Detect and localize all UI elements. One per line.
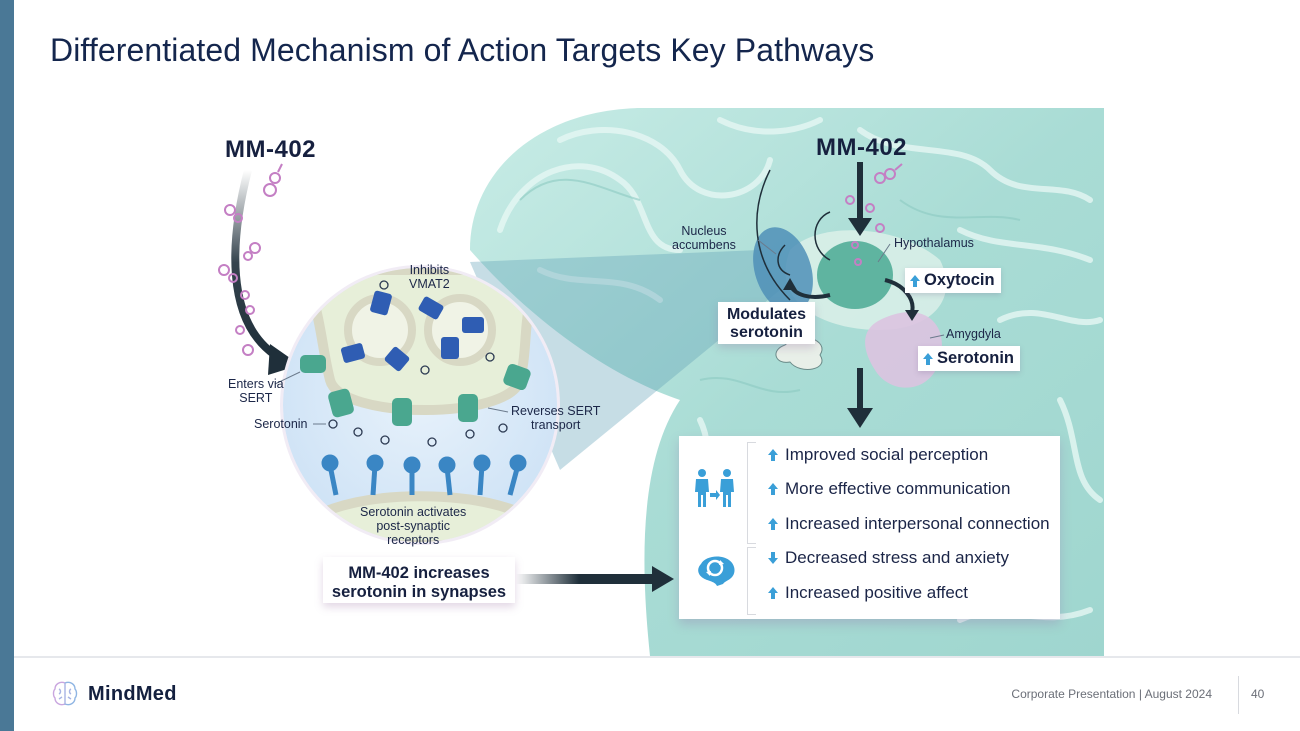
group-bracket bbox=[747, 442, 756, 544]
modulates-serotonin-callout: Modulates serotonin bbox=[718, 302, 815, 344]
label-inhibits-vmat2: Inhibits VMAT2 bbox=[409, 263, 450, 291]
footer-divider-line bbox=[14, 656, 1300, 658]
label-reverses-sert: Reverses SERT transport bbox=[511, 404, 601, 432]
up-arrow-icon bbox=[768, 518, 778, 530]
outcome-item: Increased positive affect bbox=[767, 583, 968, 603]
synapse-summary-callout: MM-402 increases serotonin in synapses bbox=[323, 557, 515, 603]
brain-cycle-icon bbox=[698, 556, 735, 586]
mindmed-brain-logo-icon bbox=[52, 681, 78, 706]
label-nucleus-accumbens: Nucleus accumbens bbox=[672, 224, 736, 252]
outcome-item: Decreased stress and anxiety bbox=[767, 548, 1009, 568]
mechanism-diagram: MM-402 Inhibits VMAT2 Enters via SERT Se… bbox=[218, 108, 1104, 656]
serotonin-tag: Serotonin bbox=[918, 346, 1020, 371]
up-arrow-icon bbox=[923, 352, 933, 365]
footer-logo: MindMed bbox=[52, 680, 177, 708]
label-serotonin: Serotonin bbox=[254, 417, 308, 431]
outcome-item: Improved social perception bbox=[767, 445, 988, 465]
synapse-drug-label: MM-402 bbox=[225, 136, 317, 163]
outcome-item: Increased interpersonal connection bbox=[767, 514, 1050, 534]
page-number: 40 bbox=[1251, 687, 1265, 701]
synapse-magnification bbox=[283, 268, 557, 542]
up-arrow-icon bbox=[768, 483, 778, 495]
footer-vertical-divider bbox=[1238, 676, 1239, 714]
serotonin-text: Serotonin bbox=[937, 349, 1014, 367]
down-arrow-icon bbox=[768, 552, 778, 564]
footer-meta: Corporate Presentation | August 2024 bbox=[1011, 687, 1212, 701]
brand-name: MindMed bbox=[88, 682, 177, 705]
label-hypothalamus: Hypothalamus bbox=[894, 236, 974, 250]
group-bracket bbox=[747, 547, 756, 615]
label-activates-receptors: Serotonin activates post-synaptic recept… bbox=[360, 505, 467, 547]
oxytocin-tag: Oxytocin bbox=[905, 268, 1001, 293]
up-arrow-icon bbox=[910, 274, 920, 287]
outcomes-box: Improved social perception More effectiv… bbox=[679, 436, 1060, 619]
diagram-artwork bbox=[218, 108, 1104, 656]
up-arrow-icon bbox=[768, 449, 778, 461]
accent-bar bbox=[0, 0, 14, 731]
people-interaction-icon bbox=[695, 469, 734, 507]
label-enters-via-sert: Enters via SERT bbox=[228, 377, 284, 405]
label-amygdala: Amygdyla bbox=[946, 327, 1001, 341]
outcome-item: More effective communication bbox=[767, 479, 1011, 499]
brain-drug-label: MM-402 bbox=[816, 134, 908, 161]
page-title: Differentiated Mechanism of Action Targe… bbox=[50, 32, 875, 68]
drug-molecules bbox=[218, 163, 283, 356]
oxytocin-text: Oxytocin bbox=[924, 271, 995, 289]
up-arrow-icon bbox=[768, 587, 778, 599]
leader-lines bbox=[274, 239, 945, 425]
